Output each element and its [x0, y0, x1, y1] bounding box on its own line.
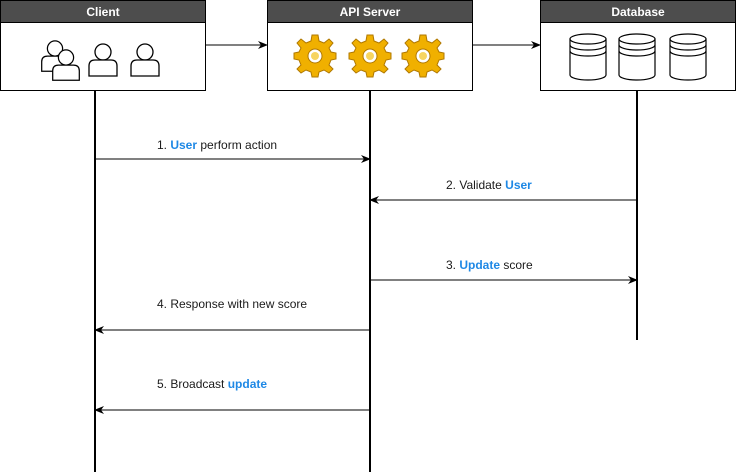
message-3-label: 3. Update score	[446, 258, 533, 272]
message-2-label: 2. Validate User	[446, 178, 532, 192]
client-header: Client	[0, 0, 206, 22]
users-icon	[41, 40, 160, 81]
database-header: Database	[540, 0, 736, 22]
api-server-header: API Server	[267, 0, 473, 22]
message-1-label: 1. User perform action	[157, 138, 278, 152]
message-5-label: 5. Broadcast update	[157, 377, 268, 391]
gear-icon	[293, 34, 445, 78]
message-4-label: 4. Response with new score	[157, 297, 308, 311]
database-icon	[569, 33, 707, 81]
